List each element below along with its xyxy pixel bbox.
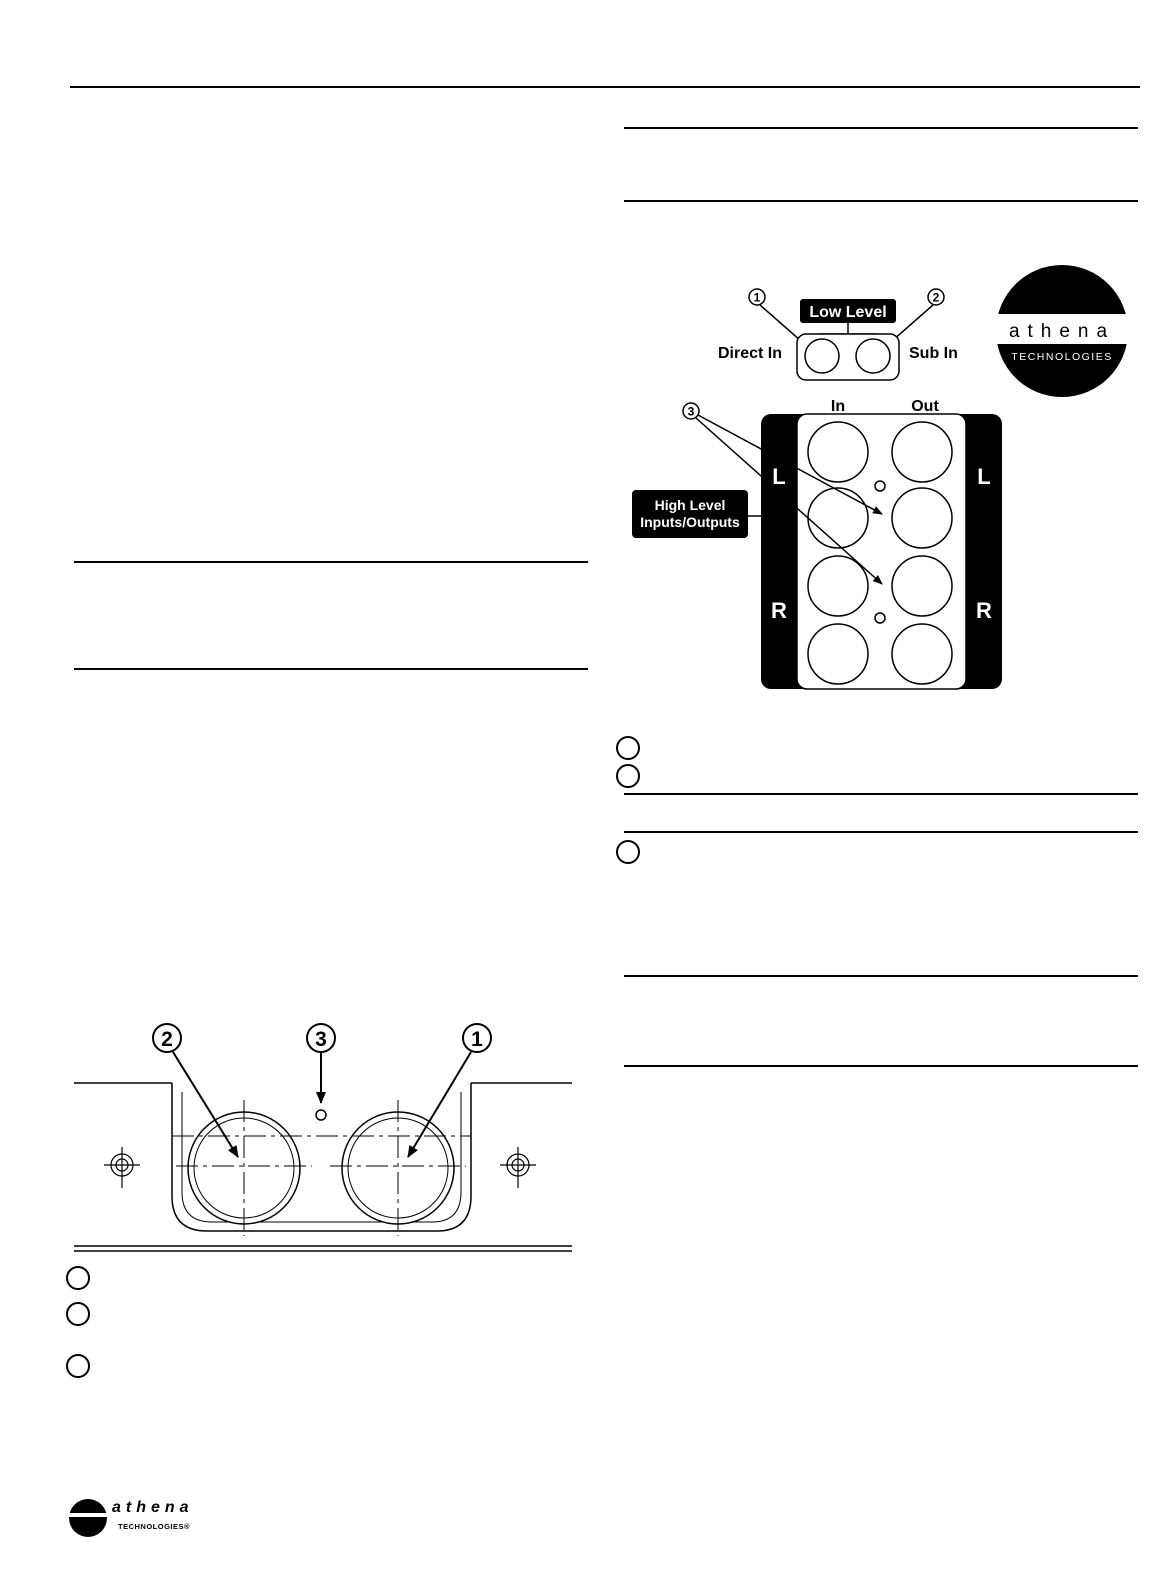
left-section-rule: [74, 668, 588, 670]
front-callout-3: 3: [306, 1023, 336, 1053]
high-level-label: Inputs/Outputs: [640, 514, 740, 530]
right-section-rule: [624, 975, 1138, 977]
right-section-rule: [624, 793, 1138, 795]
sub-in-jack: [855, 338, 891, 374]
terminal-out-2: [891, 487, 953, 549]
terminal-in-4: [807, 623, 869, 685]
in-column-label: In: [831, 398, 845, 415]
high-level-label: High Level: [655, 497, 726, 513]
high-level-jack-area: [796, 413, 967, 690]
connector-panel-diagram: 1 2 Low Level Direct In Sub In In Out L …: [632, 288, 1002, 690]
legend-number-circle: [66, 1354, 90, 1378]
badge-tagline: TECHNOLOGIES: [1011, 351, 1112, 363]
left-channel-label: L: [977, 464, 990, 489]
indicator-hole: [874, 480, 886, 492]
high-level-label-box: [632, 490, 748, 538]
right-channel-label: R: [976, 598, 992, 623]
direct-in-jack: [804, 338, 840, 374]
front-callout-2: 2: [152, 1023, 182, 1053]
low-level-callout-1: 1: [748, 288, 766, 306]
terminal-in-1: [807, 421, 869, 483]
right-section-rule: [624, 1065, 1138, 1067]
front-led-indicator: [315, 1109, 327, 1121]
left-section-rule: [74, 561, 588, 563]
terminal-out-3: [891, 555, 953, 617]
svg-text:1: 1: [754, 291, 761, 305]
right-section-rule: [624, 831, 1138, 833]
right-section-rule: [624, 200, 1138, 202]
legend-number-circle: [616, 764, 640, 788]
terminal-out-1: [891, 421, 953, 483]
top-rule: [70, 86, 1140, 88]
legend-number-circle: [66, 1266, 90, 1290]
footer-logo: athena TECHNOLOGIES®: [68, 1499, 194, 1537]
svg-text:1: 1: [471, 1028, 483, 1051]
svg-text:2: 2: [161, 1028, 173, 1051]
left-channel-label: L: [772, 464, 785, 489]
legend-number-circle: [616, 840, 640, 864]
right-channel-label: R: [771, 598, 787, 623]
right-section-rule: [624, 127, 1138, 129]
footer-tagline: TECHNOLOGIES®: [118, 1522, 190, 1531]
svg-text:2: 2: [933, 291, 940, 305]
indicator-hole: [874, 612, 886, 624]
terminal-in-2: [807, 487, 869, 549]
terminal-in-3: [807, 555, 869, 617]
out-column-label: Out: [911, 398, 939, 415]
mounting-hole-left: [104, 1147, 140, 1188]
high-level-terminals: [807, 421, 953, 685]
front-panel-diagram: 2 3 1: [74, 1023, 572, 1252]
legend-number-circle: [616, 736, 640, 760]
high-level-callout-3: 3: [682, 402, 700, 420]
direct-in-label: Direct In: [718, 345, 782, 362]
svg-text:3: 3: [315, 1028, 327, 1051]
low-level-label-box: [800, 299, 896, 323]
legend-number-circle: [66, 1302, 90, 1326]
footer-brand-name: athena: [112, 1499, 194, 1516]
low-level-label: Low Level: [809, 304, 886, 321]
low-level-callout-2: 2: [927, 288, 945, 306]
athena-brand-badge: athena TECHNOLOGIES: [994, 265, 1134, 397]
sub-in-label: Sub In: [909, 345, 958, 362]
badge-brand-name: athena: [1009, 321, 1115, 342]
mounting-hole-right: [500, 1147, 536, 1188]
front-callout-1: 1: [462, 1023, 492, 1053]
svg-text:3: 3: [688, 405, 695, 419]
terminal-out-4: [891, 623, 953, 685]
